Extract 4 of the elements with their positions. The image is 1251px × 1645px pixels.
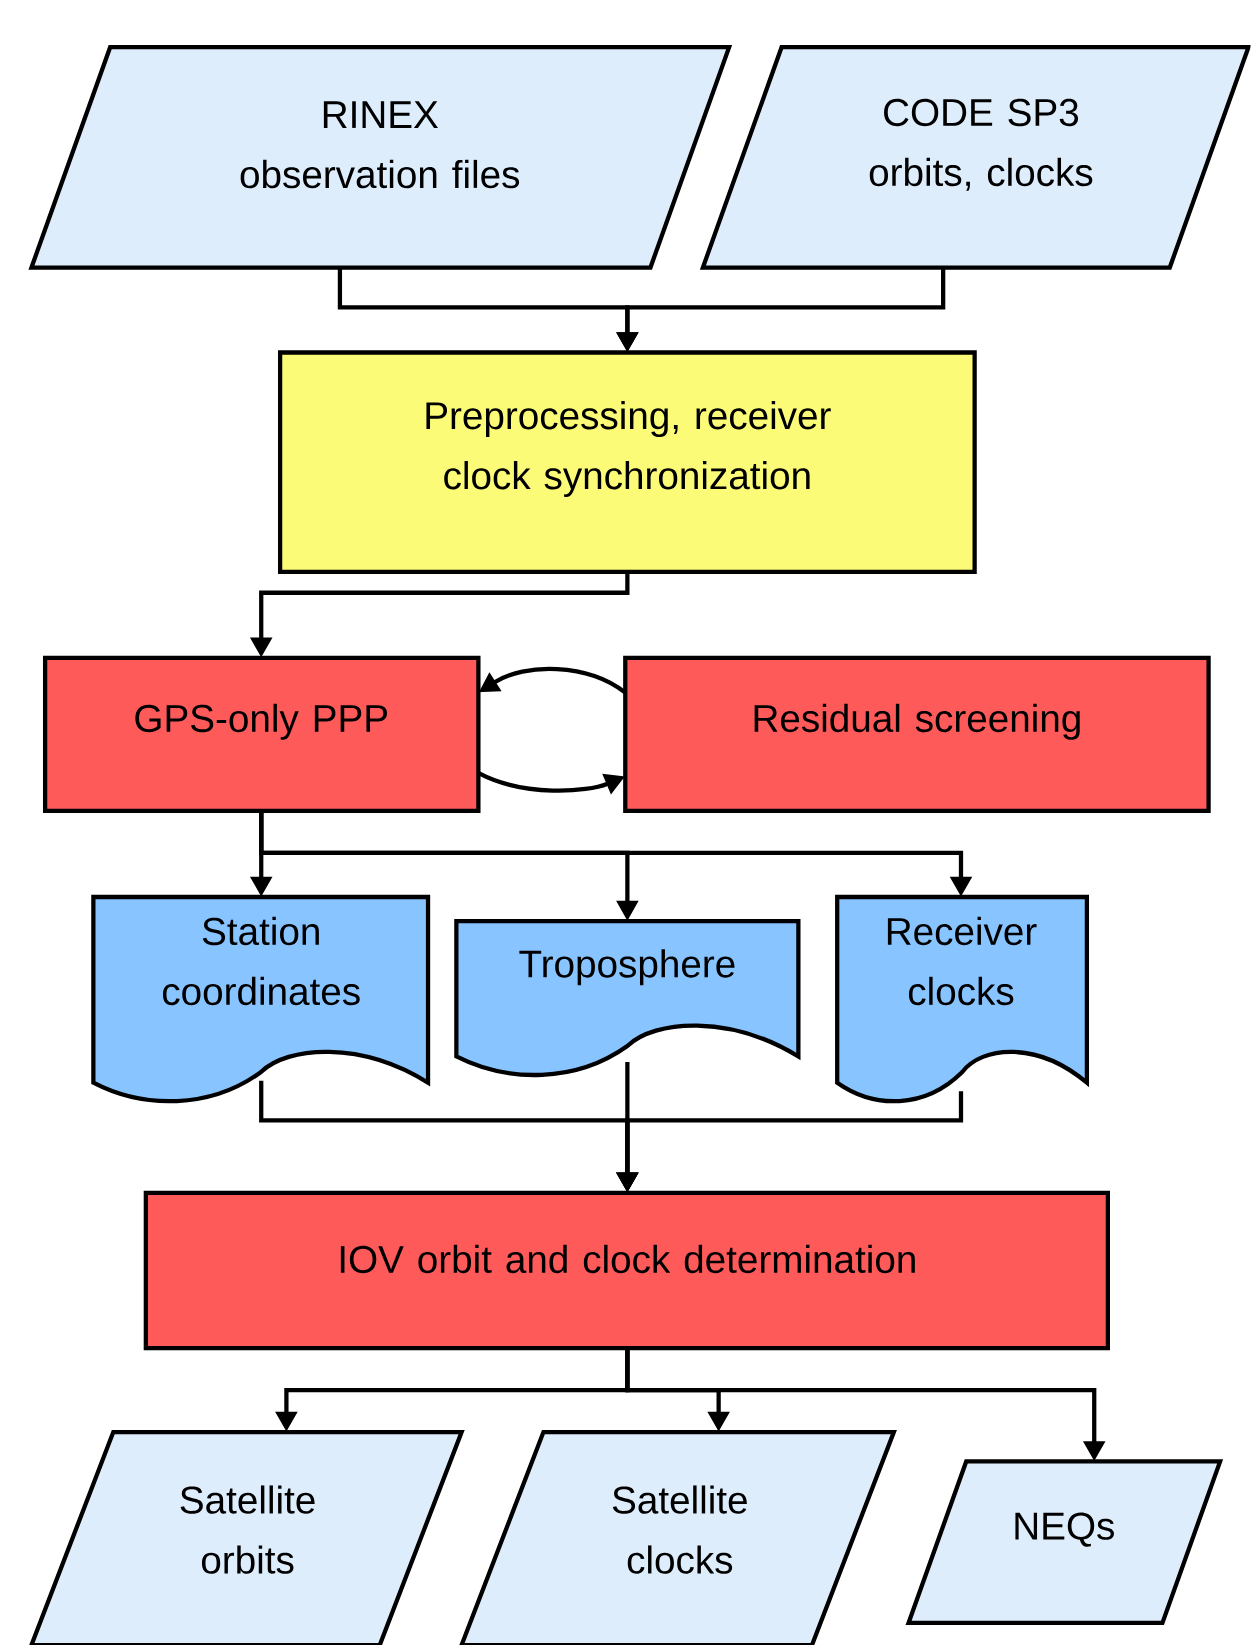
process-box: IOV orbit and clock determination [143,1190,1111,1351]
process-box: Preprocessing, receiver clock synchronization [278,350,977,574]
process-box: GPS-only PPP [43,655,481,814]
process-box: Residual screening [623,655,1211,814]
